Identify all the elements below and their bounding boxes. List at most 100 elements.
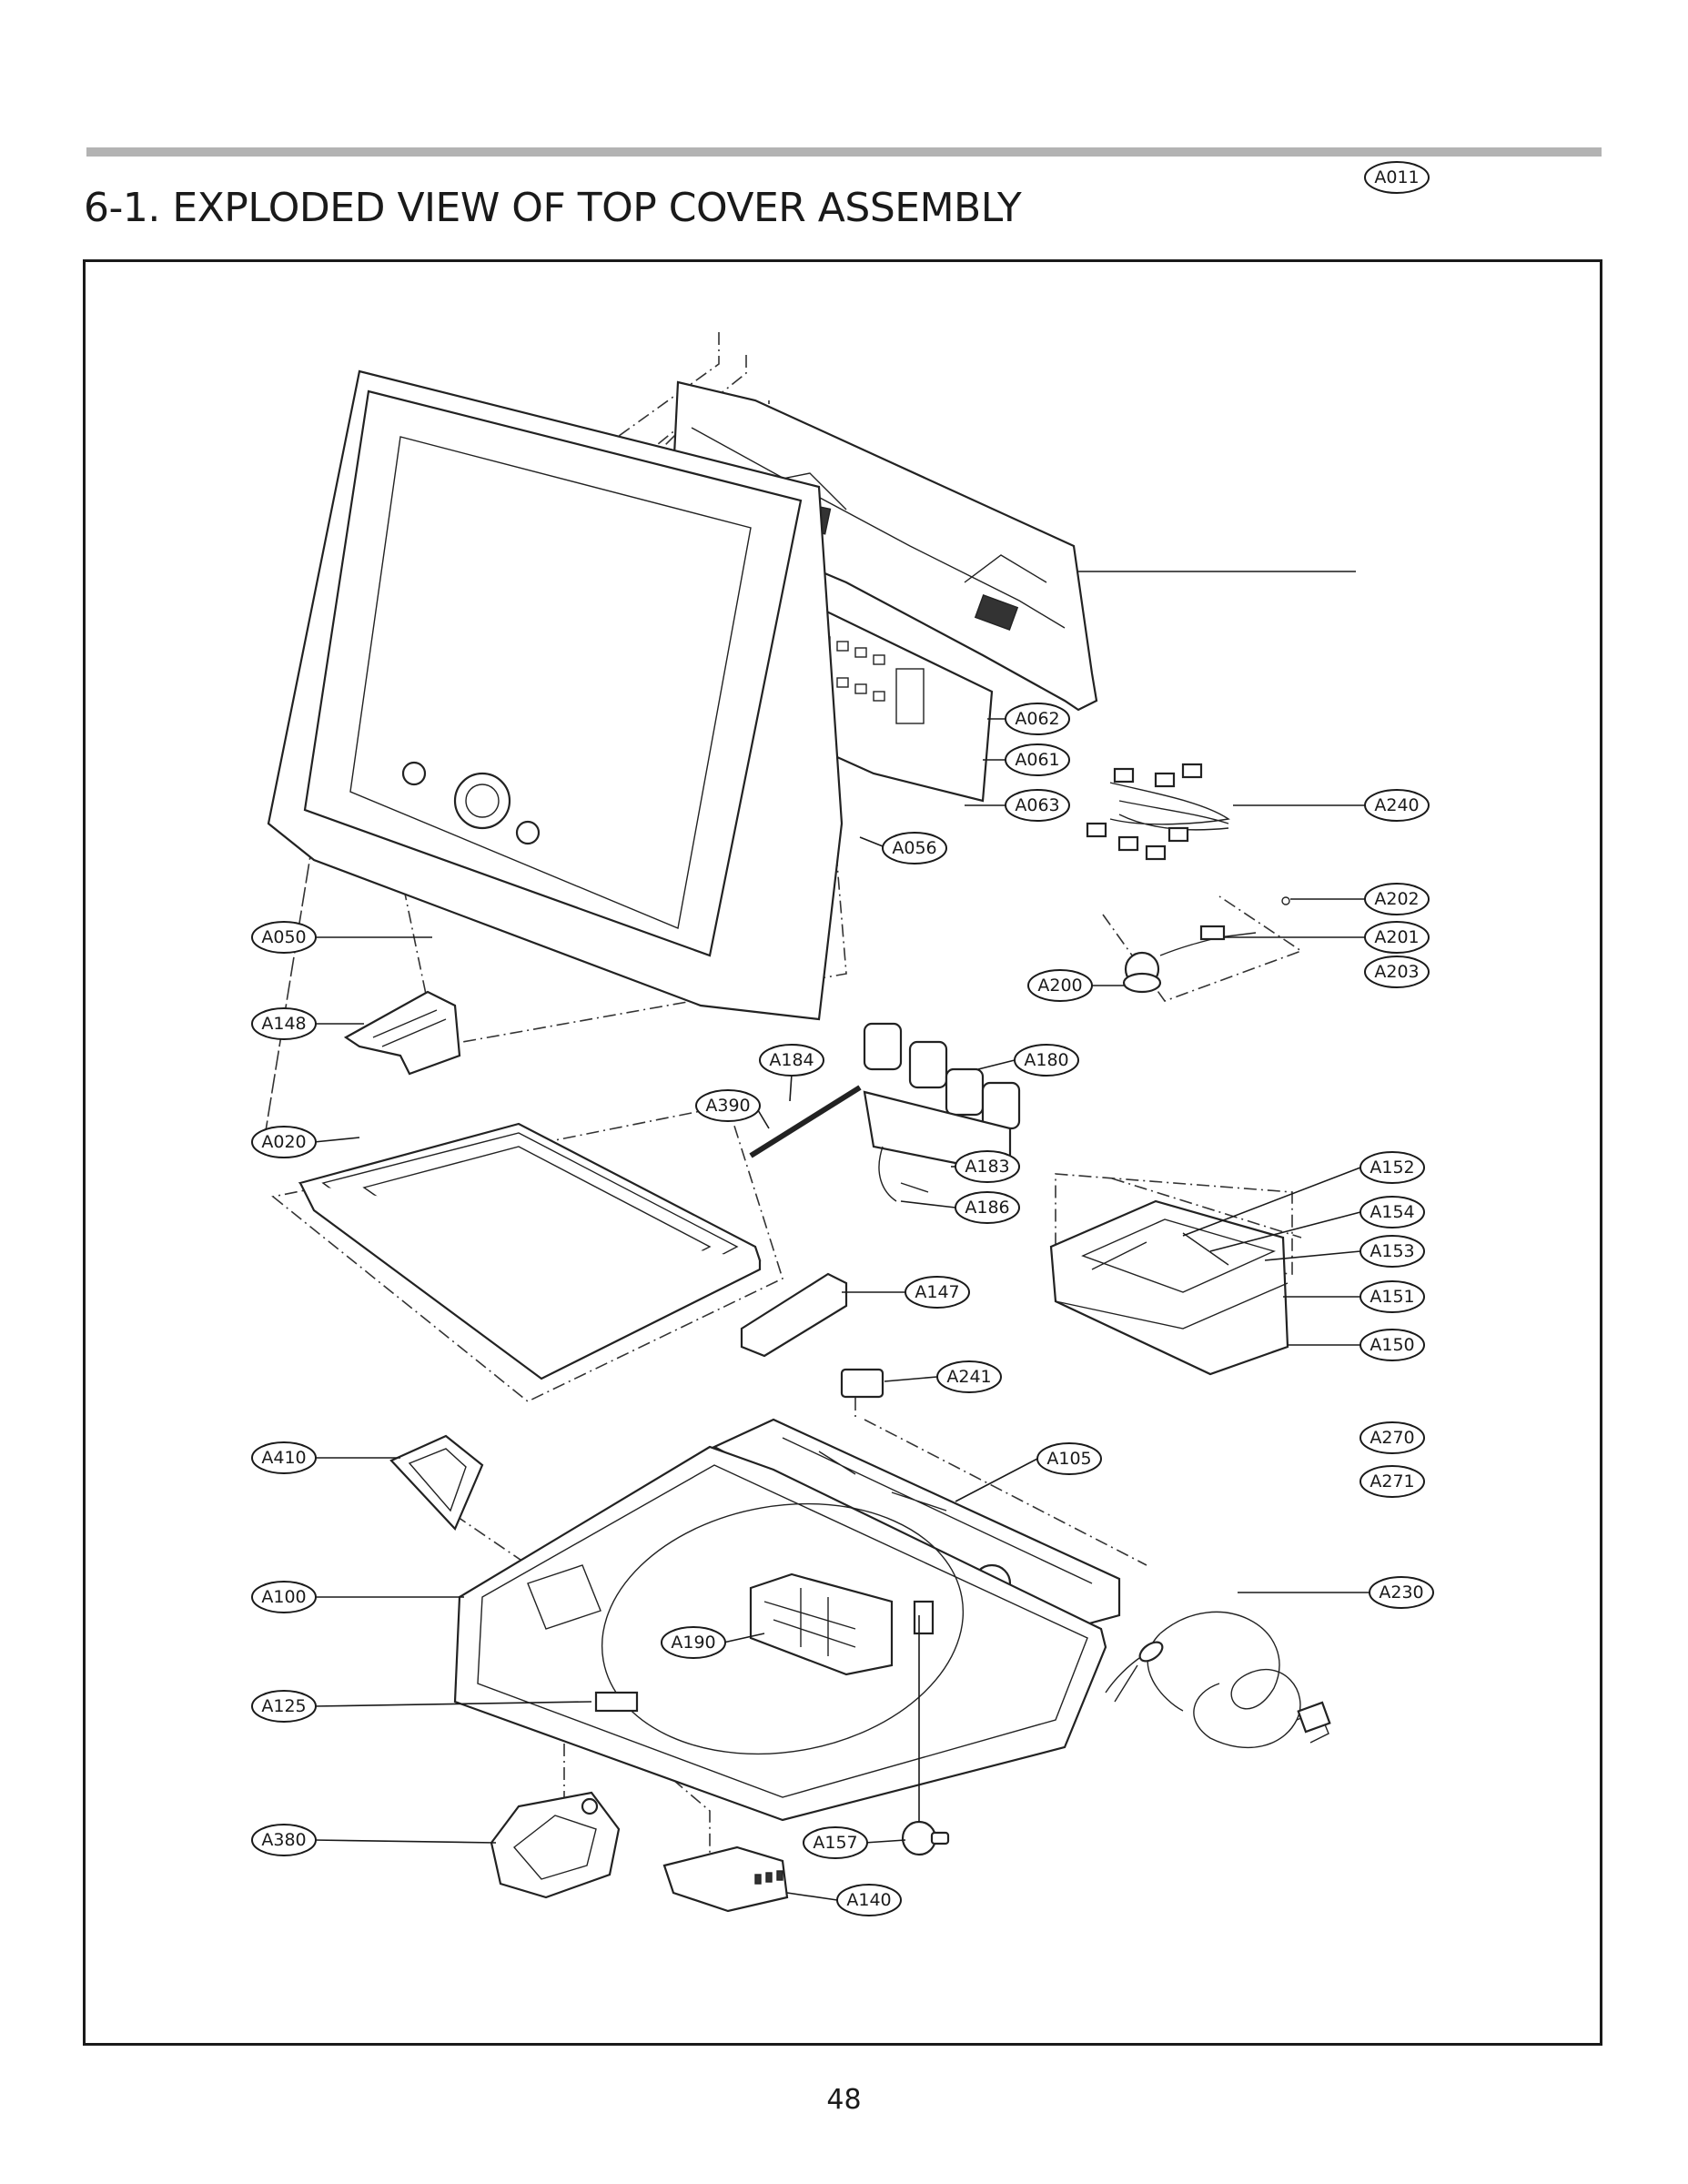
callout-bubble (1359, 1235, 1425, 1268)
page-title: 6-1. EXPLODED VIEW OF TOP COVER ASSEMBLY (84, 185, 1022, 231)
callout-label: A140 (846, 1890, 891, 1910)
callout-bubble (1369, 1576, 1434, 1609)
title-rule (86, 147, 1602, 157)
part-a140-switch (662, 1845, 789, 1913)
callout-a380: A380 (251, 1824, 317, 1856)
callout-a201: A201 (1364, 921, 1430, 954)
callout-bubble (882, 832, 947, 864)
callout-label: A105 (1046, 1449, 1091, 1469)
callout-a062: A062 (1005, 703, 1070, 735)
callout-a140: A140 (836, 1884, 902, 1916)
callout-label: A100 (261, 1587, 306, 1607)
callout-bubble (905, 1276, 970, 1309)
diagram-frame (83, 259, 1602, 2046)
callout-label: A150 (1370, 1335, 1414, 1355)
callout-label: A152 (1370, 1158, 1414, 1178)
callout-bubble (251, 1007, 317, 1040)
callout-bubble (1364, 161, 1430, 194)
callout-a125: A125 (251, 1690, 317, 1723)
callout-bubble (1364, 921, 1430, 954)
callout-bubble (1005, 743, 1070, 776)
callout-bubble (803, 1826, 868, 1859)
callout-bubble (1014, 1044, 1079, 1077)
callout-bubble (251, 921, 317, 954)
callout-a390: A390 (695, 1089, 761, 1122)
callout-a203: A203 (1364, 956, 1430, 988)
page-number: 48 (826, 2084, 862, 2116)
callout-bubble (251, 1690, 317, 1723)
callout-label: A240 (1374, 795, 1419, 815)
part-control-panel (267, 369, 844, 1021)
callout-bubble (1359, 1280, 1425, 1313)
callout-bubble (1364, 883, 1430, 915)
callout-a240: A240 (1364, 789, 1430, 822)
callout-bubble (1005, 703, 1070, 735)
callout-label: A202 (1374, 889, 1419, 909)
callout-label: A157 (813, 1833, 857, 1853)
callout-label: A020 (261, 1132, 306, 1152)
callout-label: A151 (1370, 1287, 1414, 1307)
callout-label: A061 (1015, 750, 1059, 770)
callout-a184: A184 (759, 1044, 824, 1077)
callout-a270: A270 (1359, 1421, 1425, 1454)
callout-bubble (251, 1824, 317, 1856)
callout-bubble (1036, 1442, 1102, 1475)
callout-label: A062 (1015, 709, 1059, 729)
callout-a056: A056 (882, 832, 947, 864)
callout-a183: A183 (955, 1150, 1020, 1183)
callout-a230: A230 (1369, 1576, 1434, 1609)
part-pressure-switch (1122, 896, 1290, 994)
callout-bubble (1359, 1196, 1425, 1228)
callout-label: A186 (965, 1198, 1009, 1218)
callout-a202: A202 (1364, 883, 1430, 915)
callout-a148: A148 (251, 1007, 317, 1040)
callout-a190: A190 (661, 1626, 726, 1659)
part-lid (298, 1122, 762, 1380)
callout-bubble (759, 1044, 824, 1077)
callout-label: A270 (1370, 1428, 1414, 1448)
callout-a105: A105 (1036, 1442, 1102, 1475)
callout-label: A203 (1374, 962, 1419, 982)
part-bracket-a147 (740, 1272, 848, 1358)
callout-bubble (251, 1581, 317, 1613)
callout-a063: A063 (1005, 789, 1070, 822)
callout-label: A153 (1370, 1241, 1414, 1261)
callout-label: A148 (261, 1014, 306, 1034)
part-a157-knob (901, 1820, 950, 1856)
callout-bubble (251, 1441, 317, 1474)
callout-a241: A241 (936, 1360, 1002, 1393)
callout-a151: A151 (1359, 1280, 1425, 1313)
callout-a271: A271 (1359, 1465, 1425, 1498)
part-funnel (389, 1434, 484, 1531)
callout-a100: A100 (251, 1581, 317, 1613)
callout-label: A011 (1374, 167, 1419, 187)
callout-label: A410 (261, 1448, 306, 1468)
callout-label: A183 (965, 1157, 1009, 1177)
callout-bubble (936, 1360, 1002, 1393)
callout-a061: A061 (1005, 743, 1070, 776)
callout-a157: A157 (803, 1826, 868, 1859)
callout-label: A125 (261, 1696, 306, 1716)
part-power-cord (1105, 1611, 1331, 1749)
callout-bubble (955, 1150, 1020, 1183)
callout-a147: A147 (905, 1276, 970, 1309)
callout-a186: A186 (955, 1191, 1020, 1224)
callout-label: A063 (1015, 795, 1059, 815)
callout-bubble (1027, 969, 1093, 1002)
callout-bubble (1359, 1151, 1425, 1184)
callout-bubble (1359, 1465, 1425, 1498)
callout-bubble (695, 1089, 761, 1122)
callout-bubble (251, 1126, 317, 1158)
callout-label: A180 (1024, 1050, 1068, 1070)
part-bracket-a148 (343, 990, 461, 1076)
callout-label: A147 (915, 1282, 959, 1302)
callout-label: A200 (1037, 976, 1082, 996)
callout-bubble (1364, 789, 1430, 822)
part-wire-harness (1086, 763, 1230, 861)
callout-label: A380 (261, 1830, 306, 1850)
callout-a154: A154 (1359, 1196, 1425, 1228)
callout-label: A271 (1370, 1471, 1414, 1491)
callout-label: A201 (1374, 927, 1419, 947)
callout-label: A184 (769, 1050, 814, 1070)
